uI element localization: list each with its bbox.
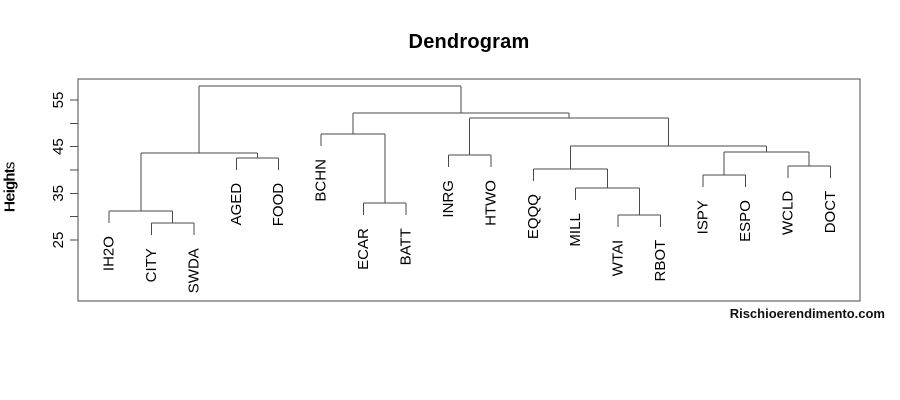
- leaf-label-WTAI: WTAI: [610, 240, 627, 276]
- leaf-label-ISPY: ISPY: [695, 200, 712, 234]
- leaf-label-EQQQ: EQQQ: [525, 194, 542, 239]
- watermark-text: Rischioerendimento.com: [729, 306, 885, 321]
- leaf-label-BCHN: BCHN: [313, 159, 330, 202]
- leaf-label-ESPO: ESPO: [737, 200, 754, 242]
- plot-border: [77, 78, 861, 302]
- leaf-label-FOOD: FOOD: [270, 183, 287, 226]
- leaf-label-ECAR: ECAR: [355, 228, 372, 270]
- chart-title: Dendrogram: [408, 31, 530, 53]
- leaf-label-MILL: MILL: [567, 213, 584, 246]
- leaf-label-IH2O: IH2O: [101, 236, 118, 271]
- leaf-label-INRG: INRG: [440, 180, 457, 218]
- leaf-label-BATT: BATT: [398, 228, 415, 265]
- y-tick-label: 35: [50, 185, 67, 202]
- leaf-label-SWDA: SWDA: [185, 248, 202, 293]
- leaf-label-HTWO: HTWO: [482, 180, 499, 226]
- leaf-label-CITY: CITY: [143, 248, 160, 282]
- y-tick-label: 25: [50, 232, 67, 249]
- leaf-label-DOCT: DOCT: [822, 191, 839, 234]
- leaf-label-WCLD: WCLD: [779, 191, 796, 235]
- y-tick-label: 45: [50, 138, 67, 155]
- leaf-label-AGED: AGED: [228, 183, 245, 226]
- leaf-label-RBOT: RBOT: [652, 240, 669, 282]
- y-tick-label: 55: [50, 92, 67, 109]
